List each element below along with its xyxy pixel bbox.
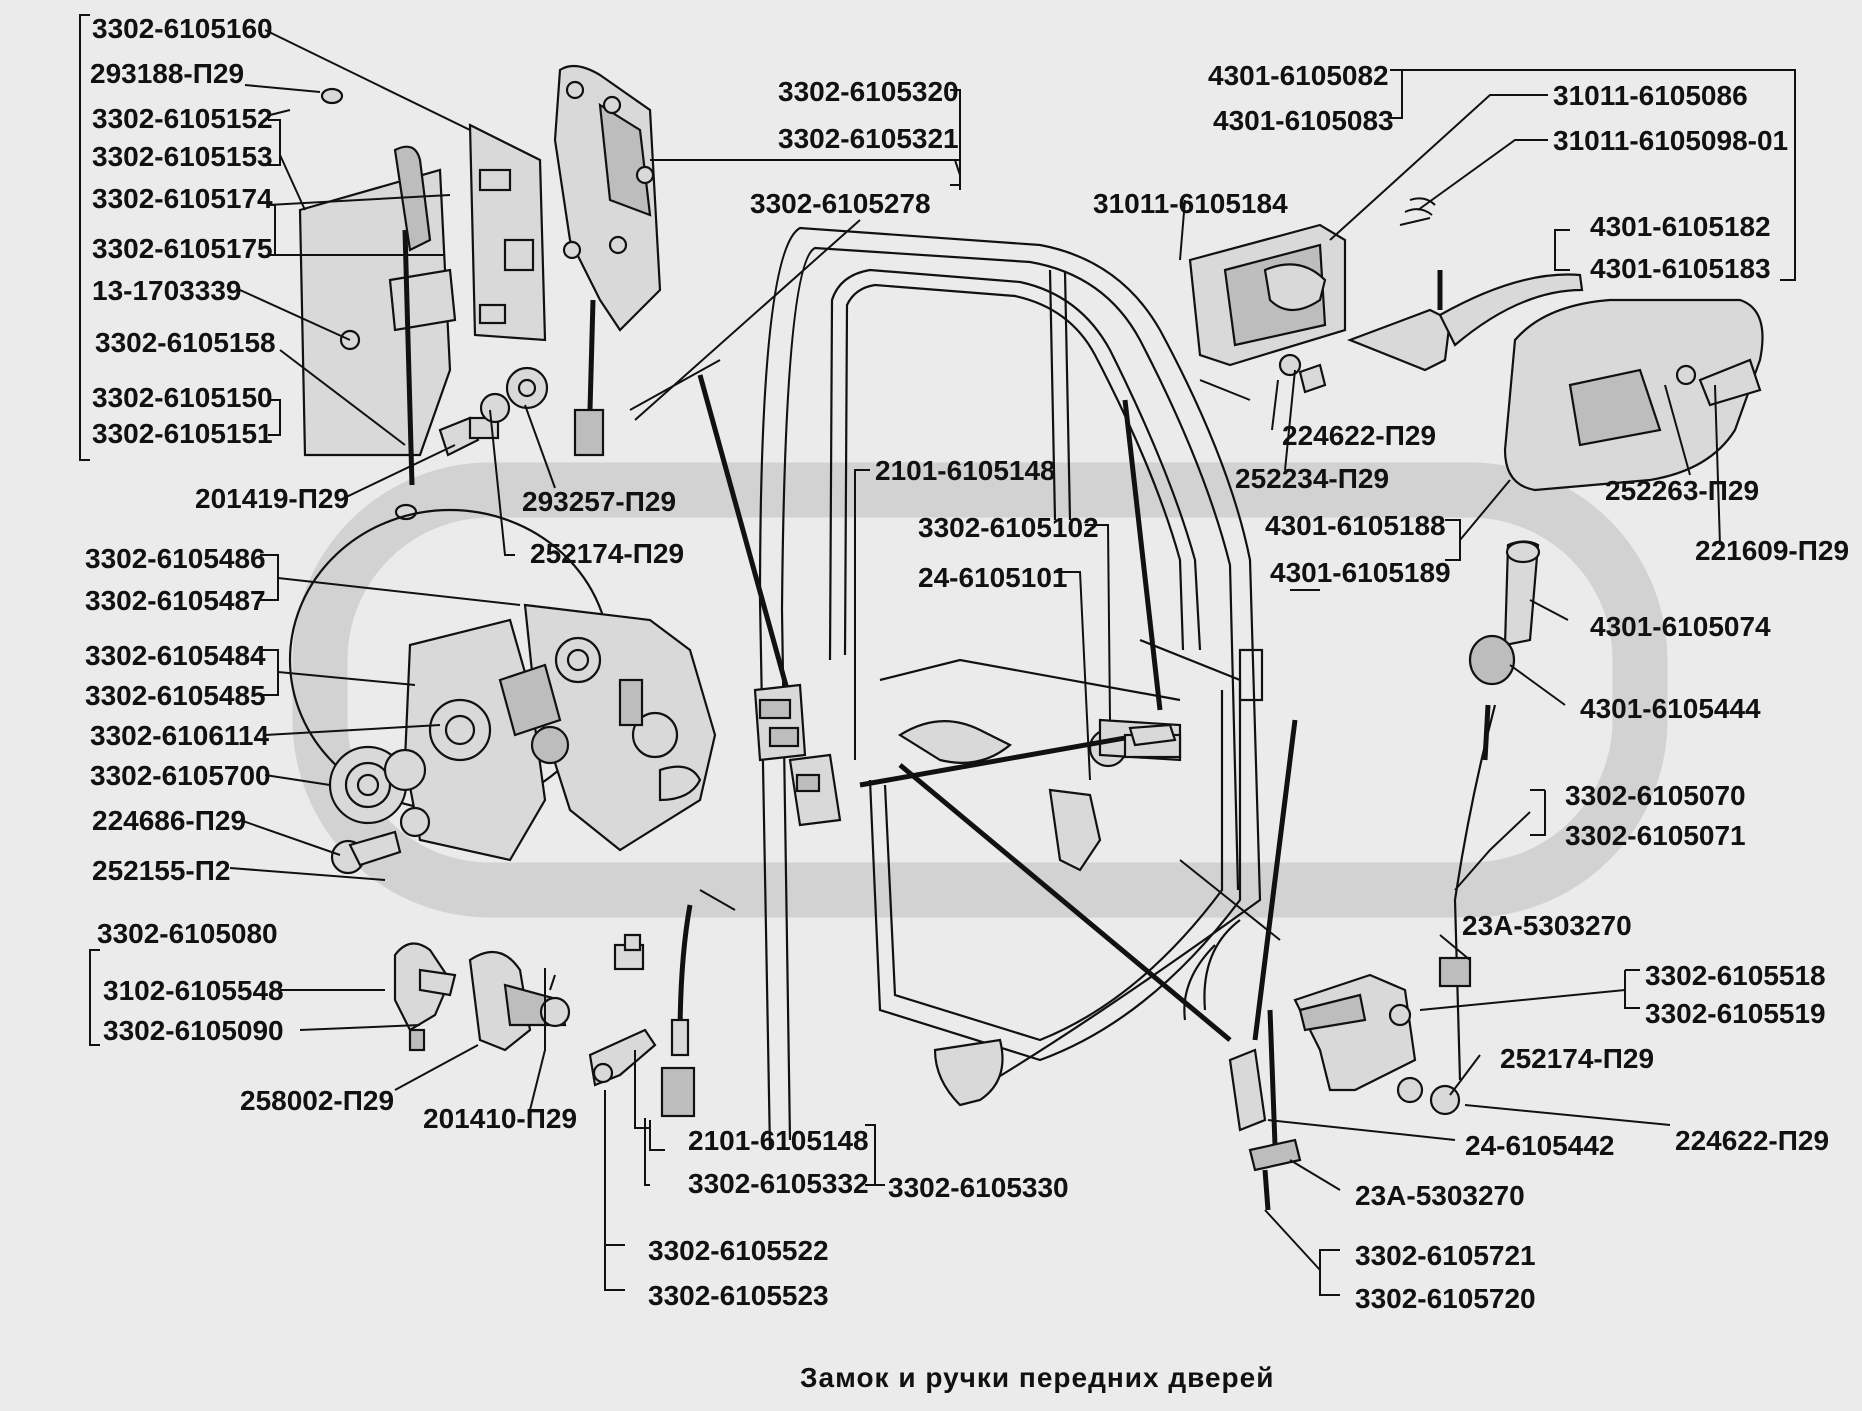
diagram-caption: Замок и ручки передних дверей [800, 1362, 1274, 1393]
part-label: 4301-6105444 [1580, 693, 1761, 724]
part-label: 3302-6105153 [92, 141, 273, 172]
part-label: 3302-6105721 [1355, 1240, 1536, 1271]
part-label: 3102-6105548 [103, 975, 284, 1006]
part-label: 3302-6105278 [750, 188, 931, 219]
part-label: 3302-6105071 [1565, 820, 1746, 851]
part-label: 3302-6105720 [1355, 1283, 1536, 1314]
part-label: 252234-П29 [1235, 463, 1389, 494]
part-label: 3302-6105332 [688, 1168, 869, 1199]
part-label: 252174-П29 [1500, 1043, 1654, 1074]
part-label: 258002-П29 [240, 1085, 394, 1116]
part-label: 3302-6105102 [918, 512, 1099, 543]
part-label: 201410-П29 [423, 1103, 577, 1134]
key-cylinder [393, 904, 696, 1118]
part-label: 3302-6105152 [92, 103, 273, 134]
part-label: 3302-6105080 [97, 918, 278, 949]
part-label: 3302-6105518 [1645, 960, 1826, 991]
part-label: 224686-П29 [92, 805, 246, 836]
part-label: 252155-П2 [92, 855, 230, 886]
part-label: 3302-6105700 [90, 760, 271, 791]
part-label: 3302-6105523 [648, 1280, 829, 1311]
part-label: 293188-П29 [90, 58, 244, 89]
part-label: 201419-П29 [195, 483, 349, 514]
part-label: 3302-6105487 [85, 585, 266, 616]
part-label: 2101-6105148 [688, 1125, 869, 1156]
part-label: 224622-П29 [1675, 1125, 1829, 1156]
part-label: 13-1703339 [92, 275, 241, 306]
part-label: 24-6105101 [918, 562, 1067, 593]
part-label: 23А-5303270 [1355, 1180, 1525, 1211]
part-label: 31011-6105098-01 [1553, 125, 1788, 156]
part-label: 2101-6105148 [875, 455, 1056, 486]
lock-bracket [553, 64, 662, 457]
part-label: 23А-5303270 [1462, 910, 1632, 941]
part-label: 3302-6105522 [648, 1235, 829, 1266]
part-label: 3302-6105519 [1645, 998, 1826, 1029]
part-label: 3302-6105158 [95, 327, 276, 358]
leader-lines [79, 14, 1796, 1296]
door-mechanism [753, 683, 1182, 827]
part-label: 3302-6105150 [92, 382, 273, 413]
part-label: 3302-6105070 [1565, 780, 1746, 811]
part-label: 3302-6105174 [92, 183, 273, 214]
part-label: 224622-П29 [1282, 420, 1436, 451]
part-label: 221609-П29 [1695, 535, 1849, 566]
lock-mechanism [288, 508, 717, 875]
part-label: 293257-П29 [522, 486, 676, 517]
hinge-assembly [298, 87, 549, 521]
part-label: 3302-6105321 [778, 123, 959, 154]
part-label: 3302-6105330 [888, 1172, 1069, 1203]
part-label: 4301-6105188 [1265, 510, 1446, 541]
part-label: 4301-6105189 [1270, 557, 1451, 588]
part-label: 4301-6105183 [1590, 253, 1771, 284]
part-label: 4301-6105074 [1590, 611, 1771, 642]
watermark [292, 462, 1668, 918]
part-label: 4301-6105082 [1208, 60, 1389, 91]
part-label: 3302-6105486 [85, 543, 266, 574]
part-label: 252263-П29 [1605, 475, 1759, 506]
part-label: 3302-6105090 [103, 1015, 284, 1046]
part-label: 3302-6105175 [92, 233, 273, 264]
part-label: 24-6105442 [1465, 1130, 1614, 1161]
lower-lock [1228, 973, 1461, 1211]
door-outline [629, 226, 1497, 1151]
part-label: 3302-6105320 [778, 76, 959, 107]
part-label: 3302-6106114 [90, 720, 270, 751]
part-label: 3302-6105484 [85, 640, 266, 671]
lock-button [1438, 540, 1541, 988]
part-label: 4301-6105083 [1213, 105, 1394, 136]
part-label: 31011-6105086 [1553, 80, 1748, 111]
part-label: 4301-6105182 [1590, 211, 1771, 242]
part-label: 3302-6105151 [92, 418, 273, 449]
part-label: 31011-6105184 [1093, 188, 1288, 219]
part-label: 252174-П29 [530, 538, 684, 569]
outside-handle [1188, 197, 1764, 492]
part-labels: 3302-6105160 293188-П29 3302-6105152 330… [85, 13, 1849, 1314]
part-label: 3302-6105160 [92, 13, 273, 44]
part-label: 3302-6105485 [85, 680, 266, 711]
